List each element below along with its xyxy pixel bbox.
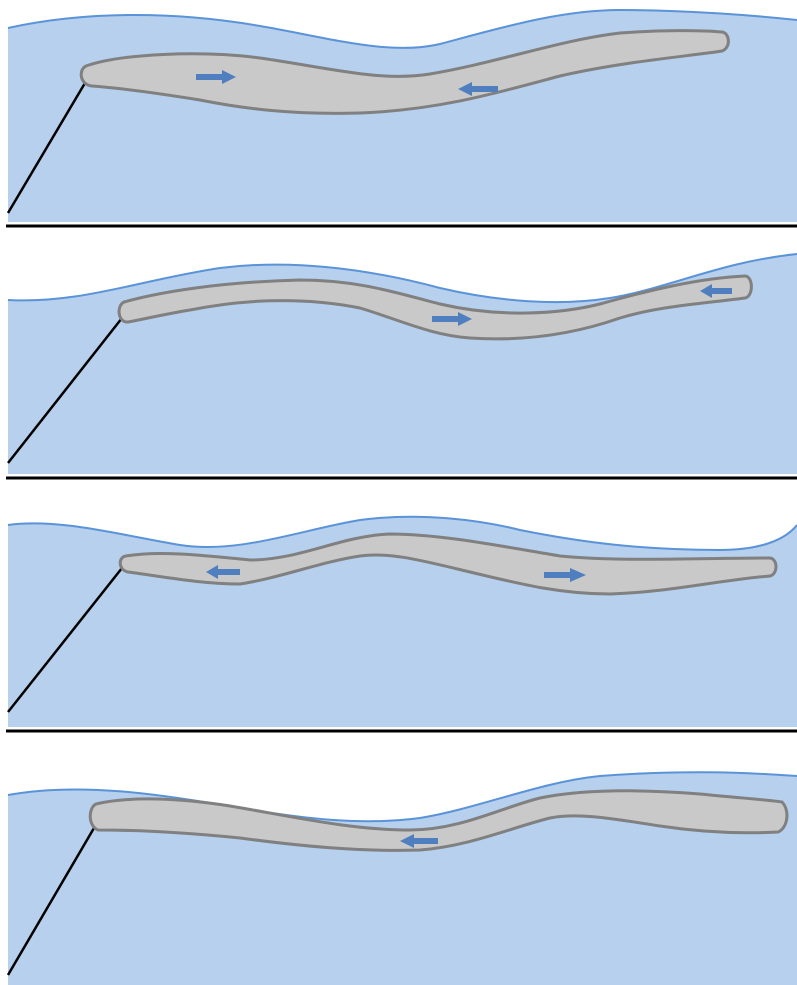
panel-3: [8, 517, 797, 727]
panel-2: [8, 254, 797, 474]
panel-1: [8, 10, 797, 222]
panel-4: [8, 772, 797, 985]
